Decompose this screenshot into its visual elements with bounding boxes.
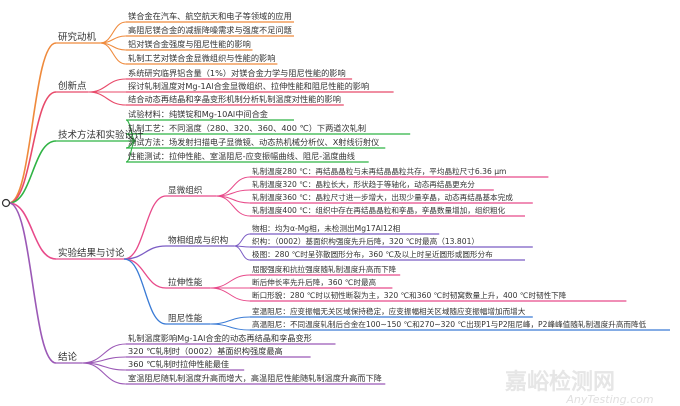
- sub-leaf-1-0: 物相：均为α-Mg相，未检测出Mg17Al12相: [252, 223, 401, 233]
- branch-edge-2: [8, 140, 57, 204]
- concl-1: 320 ℃轧制时（0002）基面织构强度最高: [128, 346, 283, 356]
- leaf-2-0: 试验材料：纯镁锭和Mg-10Al中间合金: [128, 109, 268, 119]
- mind-map-edges: [8, 21, 670, 385]
- sub-leaf-0-2: 轧制温度360 ℃：晶粒尺寸进一步增大，出现少量孪晶，动态再结晶基本完成: [252, 192, 513, 202]
- root-node: [1, 198, 11, 208]
- sub-leaf-0-0: 轧制温度280 ℃：再结晶晶粒与未再结晶晶粒共存，平均晶粒尺寸6.36 μm: [252, 166, 506, 176]
- leaf-1-2: 结合动态再结晶和孪晶变形机制分析轧制温度对性能的影响: [128, 94, 341, 104]
- sub-edge-1: [123, 245, 167, 260]
- sub-label-1: 物相组成与织构: [168, 234, 229, 246]
- sub-leaf-2-2: 断口形貌：280 ℃时以韧性断裂为主，320 ℃和360 ℃时韧窝数量上升，40…: [252, 290, 567, 300]
- sub-leaf-edge-2-0: [209, 274, 251, 289]
- branch-label-2: 技术方法和实验设计: [58, 129, 144, 141]
- leaf-2-3: 性能测试：拉伸性能、室温阻尼-应变振幅曲线、阻尼-温度曲线: [128, 151, 355, 161]
- sub-leaf-edge-1-0: [233, 233, 251, 247]
- sub-leaf-1-2: 极图：280 ℃时呈弥散圆形分布，360 ℃及以上时呈近圆形或圆形分布: [252, 249, 493, 259]
- leaf-edge-1-0: [87, 78, 127, 93]
- branch-edge-0: [8, 42, 57, 204]
- branch-edge-1: [8, 91, 57, 204]
- leaf-edge-1-2: [87, 91, 127, 106]
- branch-label-0: 研究动机: [58, 31, 97, 43]
- branch-label-3: 实验结果与讨论: [58, 247, 125, 259]
- sub-leaf-edge-3-0: [209, 316, 251, 325]
- leaf-1-0: 系统研究临界铝含量（1%）对镁合金力学与阻尼性能的影响: [128, 68, 346, 78]
- leaf-0-0: 镁合金在汽车、航空航天和电子等领域的应用: [128, 11, 292, 21]
- sub-leaf-2-1: 断后伸长率先升后降，360 ℃时最高: [252, 277, 377, 287]
- sub-leaf-edge-0-3: [215, 195, 251, 217]
- sub-edge-3: [123, 258, 167, 325]
- sub-leaf-3-0: 室温阻尼：应变振幅无关区域保持稳定，应变振幅相关区域随应变振幅增加而增大: [252, 306, 526, 316]
- leaf-0-1: 高阻尼镁合金的减振降噪需求与强度不足问题: [128, 25, 292, 35]
- leaf-2-2: 测试方法：场发射扫描电子显微镜、动态热机械分析仪、X射线衍射仪: [128, 137, 379, 147]
- leaf-edge-2-3: [125, 140, 137, 163]
- leaf-1-1: 探讨轧制温度对Mg-1Al合金显微组织、拉伸性能和阻尼性能的影响: [128, 81, 369, 91]
- leaf-edge-0-3: [99, 42, 127, 65]
- mind-map-nodes: 研究动机 镁合金在汽车、航空航天和电子等领域的应用高阻尼镁合金的减振降噪需求与强度…: [1, 11, 647, 383]
- sub-leaf-0-1: 轧制温度320 ℃：晶粒长大，形状趋于等轴化，动态再结晶更充分: [252, 179, 475, 189]
- watermark-cn: 嘉峪检测网: [505, 369, 615, 395]
- sub-leaf-edge-2-2: [209, 287, 251, 302]
- sub-leaf-edge-1-2: [233, 245, 251, 261]
- branch-label-1: 创新点: [58, 80, 87, 92]
- branch-label-4: 结论: [58, 351, 78, 363]
- sub-label-3: 阻尼性能: [168, 312, 203, 324]
- concl-edge-3: [81, 362, 127, 385]
- leaf-0-3: 轧制工艺对镁合金显微组织与性能的影响: [128, 53, 275, 63]
- sub-leaf-0-3: 轧制温度400 ℃：组织中存在再结晶晶粒和孪晶，孪晶数量增加，组织粗化: [252, 205, 506, 215]
- sub-leaf-1-1: 织构：（0002）基面织构强度先升后降，320 ℃时最高（13.801）: [252, 236, 479, 246]
- sub-leaf-2-0: 屈服强度和抗拉强度随轧制温度升高而下降: [252, 264, 397, 274]
- concl-2: 360 ℃轧制时拉伸性能最佳: [128, 359, 229, 369]
- branch-edge-3: [8, 202, 57, 260]
- watermark: 嘉峪检测网 AnyTesting.com: [505, 369, 654, 406]
- sub-leaf-3-1: 高温阻尼：不同温度轧制后合金在100~150 ℃和270~320 ℃出现P1与P…: [252, 319, 647, 329]
- leaf-2-1: 轧制工艺：不同温度（280、320、360、400 ℃）下两道次轧制: [128, 123, 366, 133]
- watermark-en: AnyTesting.com: [565, 393, 653, 406]
- concl-3: 室温阻尼随轧制温度升高而增大，高温阻尼性能随轧制温度升高而下降: [128, 373, 382, 383]
- branch-edge-4: [8, 202, 57, 364]
- sub-edge-0: [123, 195, 167, 260]
- sub-label-0: 显微组织: [168, 184, 203, 196]
- sub-leaf-edge-3-1: [209, 323, 251, 331]
- sub-label-2: 拉伸性能: [168, 276, 203, 288]
- sub-edge-2: [123, 258, 167, 289]
- concl-0: 轧制温度影响Mg-1Al合金的动态再结晶和孪晶变形: [128, 333, 312, 343]
- leaf-0-2: 铝对镁合金强度与阻尼性能的影响: [128, 39, 251, 49]
